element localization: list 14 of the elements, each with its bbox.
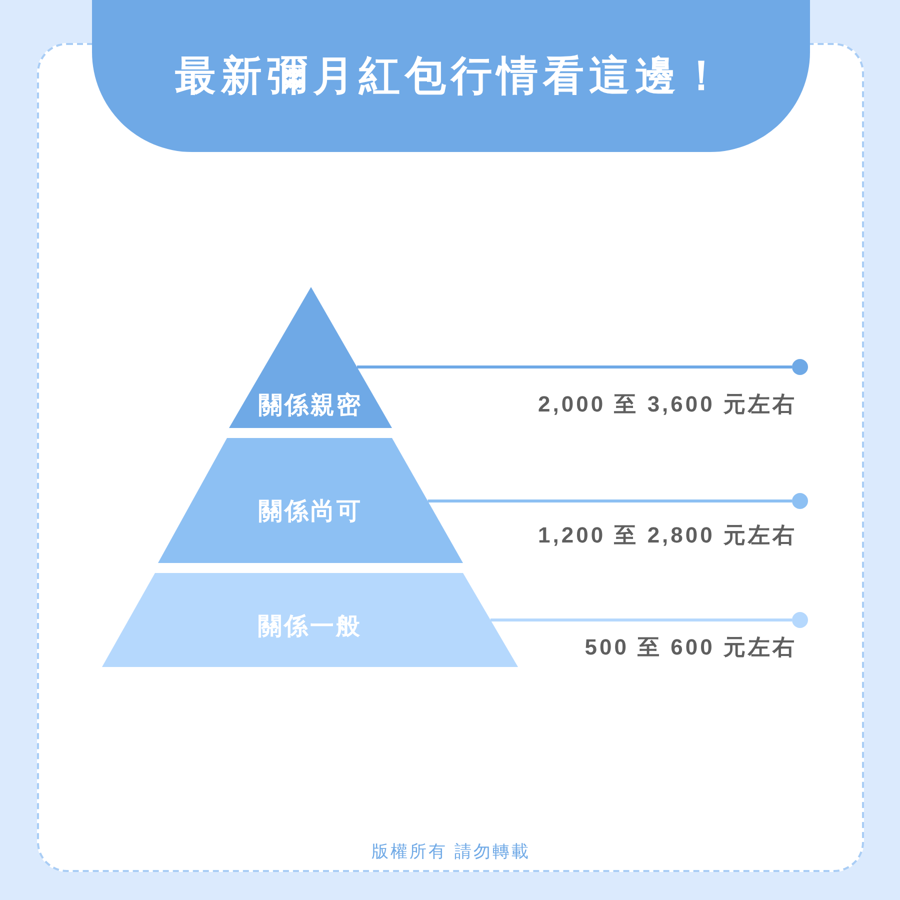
connector-line — [428, 500, 792, 502]
dot-icon — [792, 612, 808, 628]
price-text: 2,000 至 3,600 元左右 — [538, 391, 797, 417]
tier-label: 關係一般 — [258, 613, 362, 641]
tier-label: 關係親密 — [258, 392, 362, 420]
connector-line — [357, 366, 792, 368]
dot-icon — [792, 493, 808, 509]
connector-line — [490, 618, 792, 622]
title: 最新彌月紅包行情看這邊！ — [175, 52, 727, 100]
price-text: 500 至 600 元左右 — [584, 634, 797, 660]
price-text: 1,200 至 2,800 元左右 — [538, 522, 797, 548]
tier-label: 關係尚可 — [258, 498, 362, 526]
copyright-note: 版權所有 請勿轉載 — [372, 842, 530, 862]
dot-icon — [792, 359, 808, 375]
